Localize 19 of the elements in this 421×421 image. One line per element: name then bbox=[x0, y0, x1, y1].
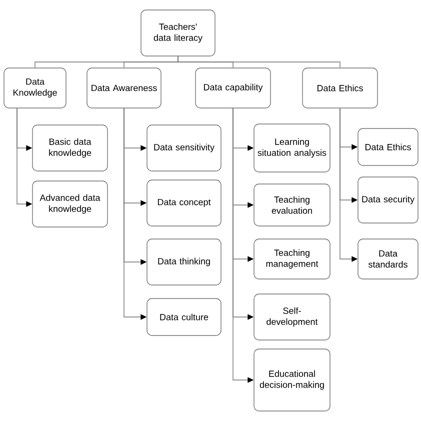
item-box: Self-development bbox=[254, 294, 330, 340]
item-box: Data thinking bbox=[146, 238, 222, 286]
item-box: Teaching management bbox=[254, 238, 330, 280]
item-box: Basic data knowledge bbox=[32, 124, 108, 172]
item-box: Data culture bbox=[146, 298, 222, 336]
category-box: Data Awareness bbox=[86, 68, 162, 108]
item-box: Data standards bbox=[358, 238, 418, 280]
item-box: Data concept bbox=[146, 180, 222, 226]
item-box: Data sensitivity bbox=[146, 124, 222, 172]
item-box: Data security bbox=[358, 176, 418, 224]
item-box: Teaching evaluation bbox=[254, 184, 330, 226]
category-box: Data Knowledge bbox=[4, 68, 66, 108]
item-box: Data Ethics bbox=[358, 128, 418, 166]
category-box: Data capability bbox=[195, 68, 271, 108]
root-box: Teachers' data literacy bbox=[140, 10, 216, 56]
category-box: Data Ethics bbox=[302, 68, 378, 108]
item-box: Educational decision-making bbox=[254, 348, 330, 412]
item-box: Learning situation analysis bbox=[254, 124, 330, 172]
item-box: Advanced data knowledge bbox=[32, 180, 108, 228]
